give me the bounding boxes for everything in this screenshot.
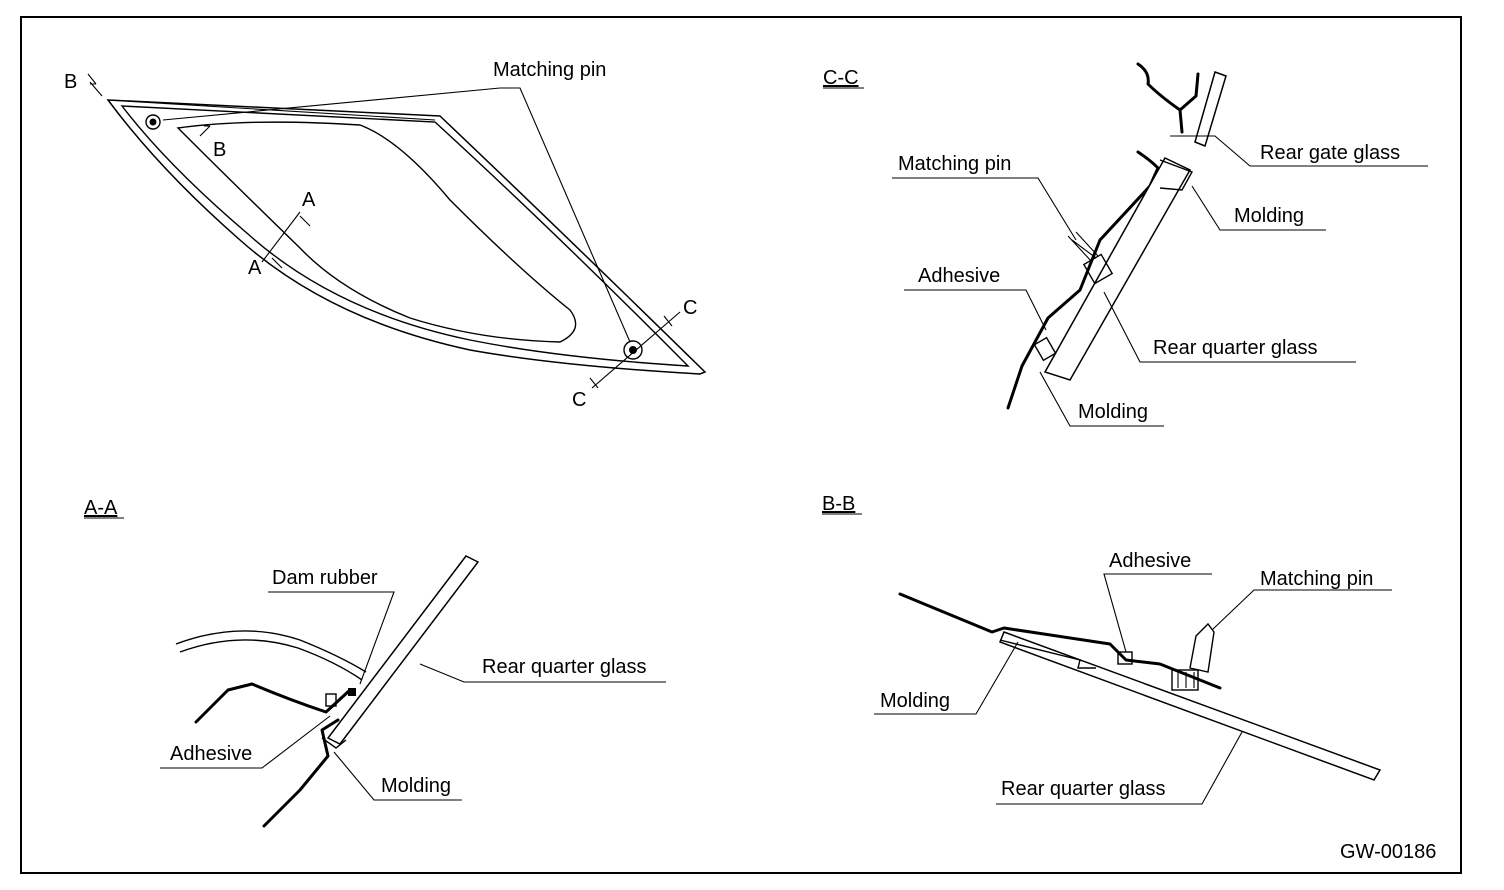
- bb-rear-quarter-glass-label: Rear quarter glass: [1001, 778, 1166, 800]
- cc-matching-pin-label: Matching pin: [898, 153, 1011, 175]
- cc-molding-top-label: Molding: [1234, 205, 1304, 227]
- marker-c-lower: C: [572, 389, 586, 411]
- marker-a-upper: A: [302, 189, 316, 211]
- cc-adhesive-label: Adhesive: [918, 265, 1000, 287]
- section-bb-drawing: [874, 573, 1392, 805]
- aa-molding-label: Molding: [381, 775, 451, 797]
- bb-matching-pin-label: Matching pin: [1260, 568, 1373, 590]
- matching-pin-icon: [623, 340, 643, 360]
- overview-glass-view: [87, 73, 707, 389]
- section-aa-title: A-A: [84, 497, 118, 519]
- cc-molding-bottom-label: Molding: [1078, 401, 1148, 423]
- aa-adhesive-label: Adhesive: [170, 743, 252, 765]
- section-bb-title: B-B: [822, 493, 855, 515]
- marker-b-inner: B: [213, 139, 226, 161]
- bb-molding-label: Molding: [880, 690, 950, 712]
- aa-dam-rubber-label: Dam rubber: [272, 567, 378, 589]
- section-cc-title: C-C: [823, 67, 859, 89]
- cc-rear-gate-glass-label: Rear gate glass: [1260, 142, 1400, 164]
- matching-pin-dot-icon: [629, 346, 637, 354]
- bb-adhesive-label: Adhesive: [1109, 550, 1191, 572]
- section-aa-drawing: [160, 555, 666, 828]
- marker-a-lower: A: [248, 257, 262, 279]
- marker-b-top: B: [64, 71, 77, 93]
- matching-pin-dot-icon: [149, 118, 157, 126]
- overview-matching-pin-label: Matching pin: [493, 59, 606, 81]
- cc-rear-quarter-glass-label: Rear quarter glass: [1153, 337, 1318, 359]
- figure-id: GW-00186: [1340, 841, 1436, 863]
- section-cc-drawing: [892, 62, 1428, 427]
- matching-pin-icon: [145, 114, 161, 130]
- marker-c-upper: C: [683, 297, 697, 319]
- aa-rear-quarter-glass-label: Rear quarter glass: [482, 656, 647, 678]
